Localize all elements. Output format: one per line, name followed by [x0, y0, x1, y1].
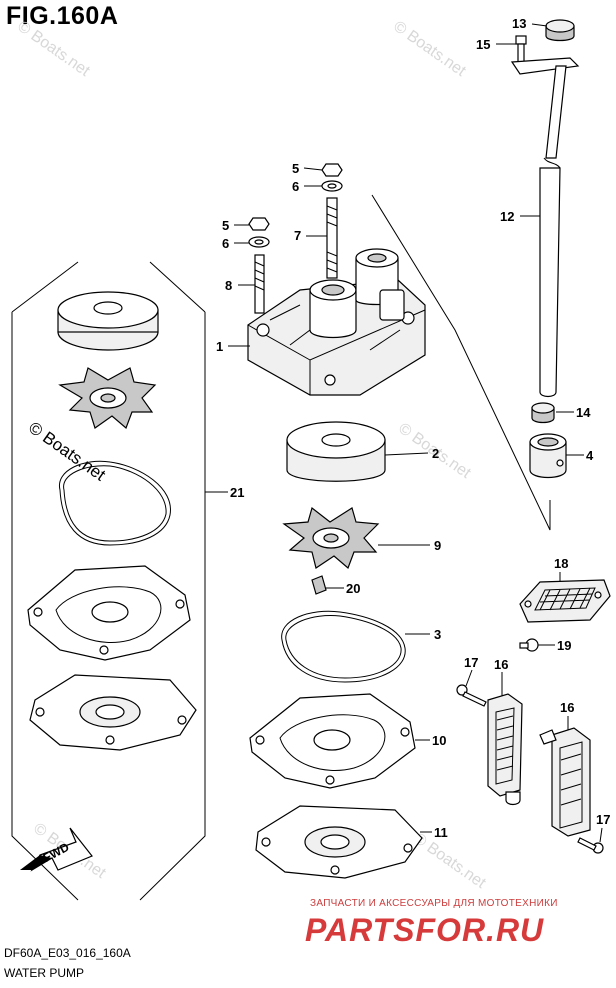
leader-line — [599, 827, 603, 843]
kit-wear-plate — [29, 674, 197, 751]
screw — [577, 837, 604, 854]
callout-4: 4 — [586, 448, 594, 463]
hose-bracket — [510, 57, 580, 75]
stud-bolt-short — [254, 254, 265, 314]
callout-1: 1 — [216, 339, 223, 354]
kit-impeller — [58, 367, 157, 430]
washer — [248, 236, 270, 248]
callout-6: 6 — [222, 236, 229, 251]
callout-5: 5 — [292, 161, 299, 176]
kit-impeller-housing — [57, 291, 159, 351]
callout-9: 9 — [434, 538, 441, 553]
callout-16: 16 — [560, 700, 574, 715]
callout-13: 13 — [512, 16, 526, 31]
leader-line — [531, 23, 548, 27]
screw — [456, 684, 487, 707]
collar — [529, 433, 567, 479]
cover — [519, 579, 611, 623]
key — [311, 575, 327, 595]
anode-bracket — [539, 727, 591, 837]
bolt — [515, 35, 527, 65]
callout-11: 11 — [434, 825, 448, 840]
bracket-line — [149, 261, 206, 313]
callout-21: 21 — [230, 485, 244, 500]
callout-8: 8 — [225, 278, 232, 293]
callout-16: 16 — [494, 657, 508, 672]
kit-o-ring — [59, 460, 171, 546]
callout-7: 7 — [294, 228, 301, 243]
grommet-lower — [531, 402, 555, 424]
gasket — [249, 693, 416, 789]
figure-title: FIG.160A — [6, 2, 119, 30]
impeller-housing — [286, 421, 386, 482]
bracket-line — [11, 261, 79, 313]
leader-line — [465, 669, 473, 687]
bracket-line — [11, 312, 79, 901]
advert-brand: PARTSFOR.RU — [305, 912, 545, 948]
callout-10: 10 — [432, 733, 446, 748]
callout-3: 3 — [434, 627, 441, 642]
bolt — [519, 638, 539, 652]
nut — [248, 217, 270, 231]
callout-18: 18 — [554, 556, 568, 571]
part-name: WATER PUMP — [4, 966, 84, 980]
o-ring-inner — [285, 615, 402, 679]
stud-bolt-long — [326, 197, 338, 279]
callout-2: 2 — [432, 446, 439, 461]
model-code: DF60A_E03_016_160A — [4, 946, 131, 960]
callout-5: 5 — [222, 218, 229, 233]
callout-17: 17 — [596, 812, 610, 827]
pump-case — [247, 248, 426, 396]
anode-bracket — [487, 693, 523, 806]
callout-6: 6 — [292, 179, 299, 194]
water-tube — [539, 65, 567, 398]
callout-17: 17 — [464, 655, 478, 670]
grommet — [545, 19, 575, 42]
callout-14: 14 — [576, 405, 591, 420]
leader-line — [303, 167, 323, 171]
impeller — [282, 506, 380, 570]
washer — [321, 180, 343, 192]
o-ring — [281, 610, 406, 683]
bracket-line — [139, 312, 206, 901]
advert-subtitle: ЗАПЧАСТИ И АКСЕССУАРЫ ДЛЯ МОТОТЕХНИКИ — [310, 898, 558, 909]
wear-plate — [255, 805, 423, 879]
kit-o-ring-inner — [63, 465, 167, 542]
callout-20: 20 — [346, 581, 360, 596]
callout-19: 19 — [557, 638, 571, 653]
leader-line — [384, 452, 429, 456]
callout-12: 12 — [500, 209, 514, 224]
callout-15: 15 — [476, 37, 490, 52]
nut — [321, 163, 343, 177]
kit-gasket — [27, 565, 191, 661]
forward-arrow-icon: FWD — [20, 827, 93, 872]
assembly-line — [371, 194, 551, 531]
